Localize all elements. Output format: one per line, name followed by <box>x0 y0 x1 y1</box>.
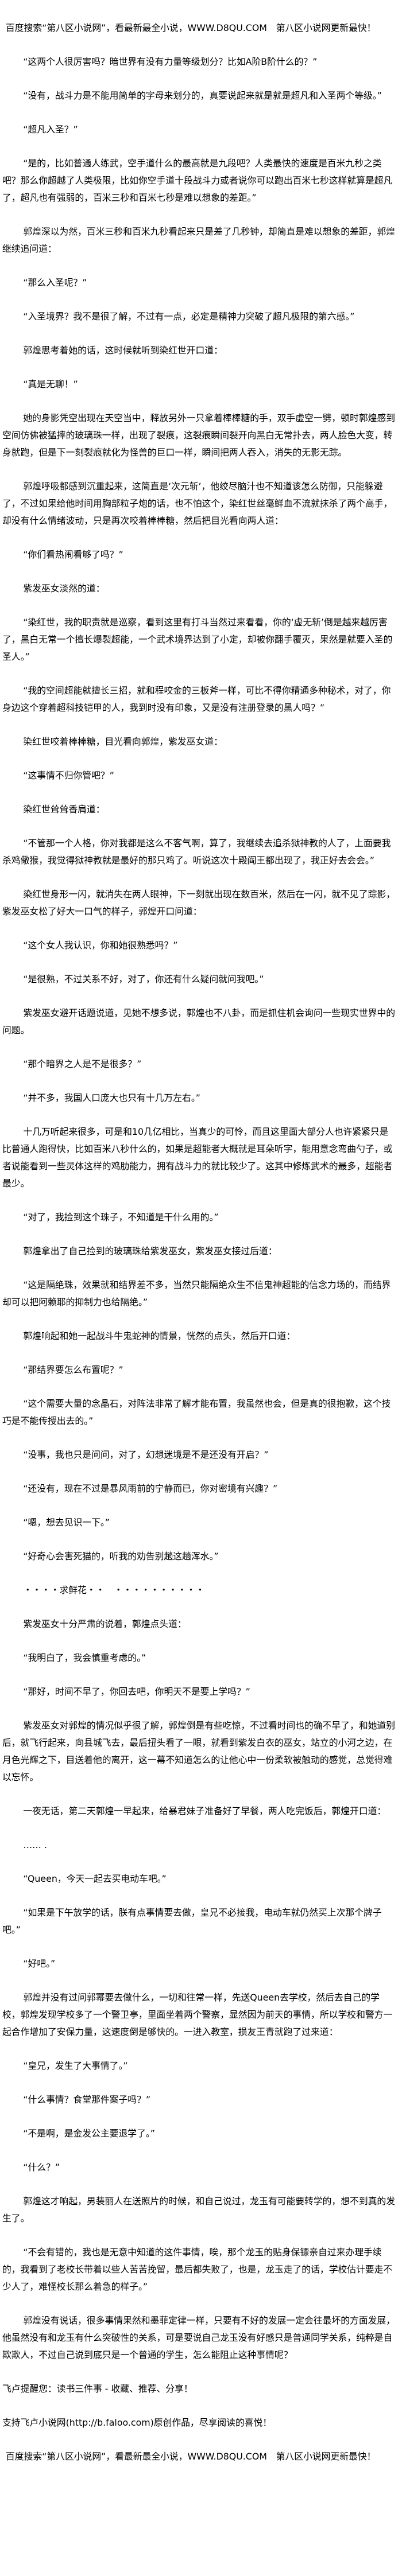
story-paragraph: 染红世身形一闪，就消失在两人眼神，下一刻就出现在数百米，然后在一闪，就不见了踪影… <box>2 889 396 917</box>
story-paragraph: 郭煌这才响起，男装丽人在送照片的时候，和自己说过，龙玉有可能要转学的，想不到真的… <box>2 2196 396 2224</box>
story-paragraph: “没事，我也只是问问，对了，幻想迷境是不是还没有开启？” <box>23 1449 269 1460</box>
story-paragraph: “什么事情？食堂那件案子吗？” <box>23 2094 151 2105</box>
story-paragraph: 染红世耸耸香肩道： <box>23 804 105 815</box>
story-paragraph: “超凡入圣？” <box>23 124 78 135</box>
story-paragraph: “那好，时间不早了，你回去吧，你明天不是要上学吗？” <box>23 1686 250 1697</box>
story-paragraph: 她的身影凭空出现在天空当中，释放另外一只拿着棒棒糖的手，双手虚空一劈，顿时郭煌感… <box>2 413 396 458</box>
story-paragraph: ・・・・求鲜花・・ ・・・・・・・・・・ <box>23 1585 205 1596</box>
story-paragraph: “是的，比如普通人练武，空手道什么的最高就是九段吧？人类最快的速度是百米九秒之类… <box>2 158 393 203</box>
story-paragraph: “Queen，今天一起去买电动车吧。” <box>23 1873 167 1884</box>
story-paragraph: “不管那一个人格，你对我都是这么不客气啊，算了，我继续去追杀狱神教的人了，上面要… <box>2 838 391 866</box>
story-paragraph: “好奇心会害死猫的，听我的劝告别趟这趟浑水。” <box>23 1551 219 1562</box>
story-paragraph: …… . <box>23 1839 47 1850</box>
story-paragraph: “我明白了，我会慎重考虑的。” <box>23 1652 146 1663</box>
story-paragraph: 郭煌呼吸都感到沉重起来，这简直是‘次元斩’，他绞尽脑汁也不知道该怎么防御，只能躲… <box>2 481 393 526</box>
story-paragraph: “皇兄，发生了大事情了。” <box>23 2060 128 2071</box>
story-paragraph: “入圣境界？我不是很了解，不过有一点，必定是精神力突破了超凡极限的第六感。” <box>23 311 355 322</box>
story-paragraph: “嗯，想去见识一下。” <box>23 1517 110 1528</box>
story-paragraph: 郭煌思考着她的话，这时候就听到染红世开口道： <box>23 345 223 356</box>
story-paragraph: 郭煌响起和她一起战斗牛鬼蛇神的情景，恍然的点头，然后开口道： <box>23 1330 296 1341</box>
story-paragraph: “不是啊，是金发公主要退学了。” <box>23 2128 155 2139</box>
story-paragraph: 一夜无话，第二天郭煌一早起来，给暴君妹子准备好了早餐，两人吃完饭后，郭煌开口道： <box>23 1805 386 1816</box>
story-paragraph: “那么入圣呢？” <box>23 277 87 288</box>
footer-support-link[interactable]: 支持飞卢小说网(http://b.faloo.com)原创作品，尽享阅读的喜悦！ <box>2 2417 272 2428</box>
story-paragraph: 郭煌没有说话，很多事情果然和墨菲定律一样，只要有不好的发展一定会往最坏的方面发展… <box>2 2315 396 2360</box>
story-paragraph: “这事情不归你管吧？” <box>23 770 114 781</box>
story-paragraph: 郭煌深以为然，百米三秒和百米九秒看起来只是差了几秒钟，却简直是难以想象的差距，郭… <box>2 226 396 254</box>
story-paragraph: “你们看热闹看够了吗？” <box>23 549 123 560</box>
story-paragraph: 十几万听起来很多，可是和10几亿相比，当真少的可怜，而且这里面大部分人也许紧紧只… <box>2 1126 393 1189</box>
story-paragraph: “是很熟，不过关系不好，对了，你还有什么疑问就问我吧。” <box>23 974 264 985</box>
chapter-body: “这两个人很厉害吗？暗世界有没有力量等级划分？比如A阶B阶什么的？” “没有，战斗… <box>2 53 397 2364</box>
footer-banner: 百度搜索“第八区小说网”，看最新最全小说，WWW.D8QU.COM 第八区小说网… <box>6 2451 376 2462</box>
story-paragraph: 紫发巫女十分严肃的说着，郭煌点头道： <box>23 1618 187 1629</box>
story-paragraph: 郭煌拿出了自己捡到的玻璃珠给紫发巫女，紫发巫女接过后道： <box>23 1246 277 1256</box>
story-paragraph: “没有，战斗力是不能用简单的字母来划分的，真要说起来就是就是超凡和入圣两个等级。… <box>23 90 382 101</box>
story-paragraph: 紫发巫女对郭煌的情况似乎很了解，郭煌倒是有些吃惊，不过看时间也的确不早了，和她道… <box>2 1720 396 1783</box>
story-paragraph: “那结界要怎么布置呢？” <box>23 1364 123 1375</box>
story-paragraph: 紫发巫女淡然的道： <box>23 583 105 594</box>
story-paragraph: “这两个人很厉害吗？暗世界有没有力量等级划分？比如A阶B阶什么的？” <box>23 56 318 67</box>
story-paragraph: 紫发巫女避开话题说道，见她不想多说，郭煌也不八卦，而是抓住机会询问一些现实世界中… <box>2 1007 396 1036</box>
story-paragraph: “真是无聊！” <box>23 379 78 390</box>
story-paragraph: “这个需要大量的念晶石，对阵法非常了解才能布置，我虽然也会，但是真的很抱歉，这个… <box>2 1398 391 1426</box>
header-banner: 百度搜索“第八区小说网”，看最新最全小说，WWW.D8QU.COM 第八区小说网… <box>6 22 376 33</box>
story-paragraph: “对了，我捡到这个珠子，不知道是干什么用的。” <box>23 1212 219 1223</box>
story-paragraph: “还没有，现在不过是暴风雨前的宁静而已，你对密境有兴趣？” <box>23 1483 278 1494</box>
story-paragraph: “我的空间超能就擅长三招，就和程咬金的三板斧一样，可比不得你精通多种秘术，对了，… <box>2 685 391 713</box>
story-paragraph: “不会有错的，我也是无意中知道的这件事情，唉，那个龙玉的贴身保镖亲自过来办理手续… <box>2 2247 393 2292</box>
story-paragraph: “好吧。” <box>23 1958 56 1969</box>
story-paragraph: “染红世，我的职责就是巡察，看到这里有打斗当然过来看看，你的‘虚无斩’倒是越来越… <box>2 617 393 662</box>
story-paragraph: 郭煌并没有过问郭幂要去做什么，一切和往常一样，先送Queen去学校，然后去自己的… <box>2 1992 393 2037</box>
chapter-document: 百度搜索“第八区小说网”，看最新最全小说，WWW.D8QU.COM 第八区小说网… <box>2 22 397 2462</box>
story-paragraph: “这个女人我认识，你和她很熟悉吗？” <box>23 940 178 951</box>
story-paragraph: “并不多，我国人口庞大也只有十几万左右。” <box>23 1092 200 1103</box>
story-paragraph: “什么？” <box>23 2162 60 2173</box>
footer-reminder: 飞卢提醒您：读书三件事 - 收藏、推荐、分享！ <box>2 2383 193 2394</box>
story-paragraph: “那个暗界之人是不是很多？” <box>23 1059 142 1069</box>
story-paragraph: 染红世咬着棒棒糖，目光看向郭煌，紫发巫女道： <box>23 736 223 747</box>
story-paragraph: “这是隔绝珠，效果就和结界差不多，当然只能隔绝众生不信鬼神超能的信念力场的，而结… <box>2 1279 391 1308</box>
story-paragraph: “如果是下午放学的话，朕有点事情要去做，皇兄不必接我，电动车就仍然买上次那个牌子… <box>2 1907 382 1935</box>
